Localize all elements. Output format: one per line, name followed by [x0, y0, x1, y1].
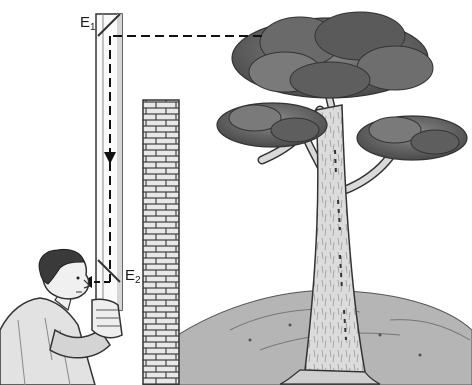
tree-crown-left: [217, 103, 327, 147]
mirror-bottom-letter: E: [125, 267, 135, 284]
mirror-bottom-label: E2: [125, 268, 141, 286]
brick-wall: [143, 100, 179, 385]
mirror-top-letter: E: [80, 14, 90, 31]
tree-crown-right: [357, 116, 467, 160]
mirror-top-subscript: 1: [90, 22, 96, 33]
mirror-top-label: E1: [80, 15, 96, 33]
tree-crown-top: [232, 12, 433, 98]
mirror-bottom-subscript: 2: [135, 275, 141, 286]
